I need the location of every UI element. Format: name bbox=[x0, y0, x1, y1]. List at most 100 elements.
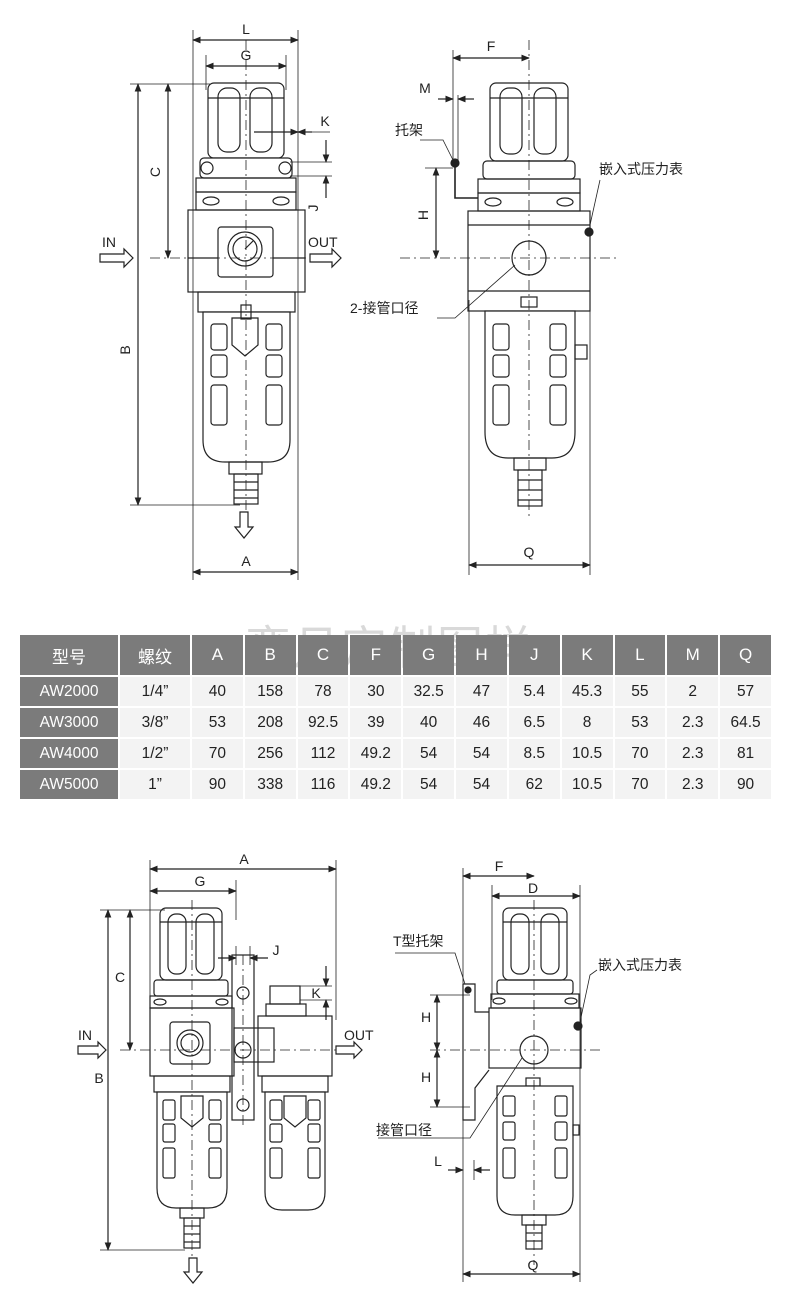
front-view-regulator bbox=[187, 82, 306, 505]
t-bracket-label: T型托架 bbox=[393, 933, 444, 949]
cell-model: AW4000 bbox=[20, 739, 118, 768]
cell: 2 bbox=[667, 677, 719, 706]
dim-label-H-lower: H bbox=[421, 1069, 431, 1085]
cell: 2.3 bbox=[667, 770, 719, 799]
cell: 55 bbox=[614, 677, 666, 706]
dim-label-J: J bbox=[273, 942, 280, 958]
out-label: OUT bbox=[308, 234, 338, 250]
gauge-label: 嵌入式压力表 bbox=[598, 957, 682, 973]
cell: 53 bbox=[614, 708, 666, 737]
dim-label-K: K bbox=[320, 113, 330, 129]
cell: 8 bbox=[561, 708, 613, 737]
cell: 92.5 bbox=[297, 708, 349, 737]
dim-label-Q: Q bbox=[524, 544, 535, 560]
dim-label-H: H bbox=[415, 210, 431, 220]
cell: 54 bbox=[456, 770, 507, 799]
cell-model: AW3000 bbox=[20, 708, 118, 737]
bracket-label: 托架 bbox=[395, 122, 423, 138]
side-view-regulator bbox=[450, 82, 594, 507]
dim-label-B: B bbox=[117, 345, 133, 354]
cell: 70 bbox=[614, 739, 666, 768]
header-H: H bbox=[456, 635, 507, 675]
header-A: A bbox=[192, 635, 243, 675]
dim-label-A: A bbox=[241, 553, 251, 569]
dim-label-F: F bbox=[487, 38, 496, 54]
header-C: C bbox=[297, 635, 349, 675]
dim-label-F: F bbox=[495, 858, 504, 874]
header-M: M bbox=[667, 635, 719, 675]
header-G: G bbox=[403, 635, 455, 675]
dim-label-K: K bbox=[311, 985, 321, 1001]
side-view-combination-unit bbox=[462, 907, 583, 1250]
cell: 338 bbox=[244, 770, 296, 799]
cell: 45.3 bbox=[561, 677, 613, 706]
cell: 81 bbox=[720, 739, 771, 768]
cell: 49.2 bbox=[350, 739, 402, 768]
cell: 54 bbox=[403, 770, 455, 799]
header-model: 型号 bbox=[20, 635, 118, 675]
cell: 46 bbox=[456, 708, 507, 737]
header-F: F bbox=[350, 635, 402, 675]
top-technical-drawing: L G K C J B A IN OUT F M H Q 托架 嵌入式压力表 2… bbox=[99, 21, 683, 580]
cell: 70 bbox=[192, 739, 243, 768]
cell: 6.5 bbox=[508, 708, 560, 737]
cell: 90 bbox=[192, 770, 243, 799]
header-L: L bbox=[614, 635, 666, 675]
cell: 3/8” bbox=[120, 708, 190, 737]
cell: 54 bbox=[403, 739, 455, 768]
bottom-technical-drawing: A G J K C B IN OUT F D H H L Q T型托架 嵌入式压… bbox=[77, 851, 682, 1284]
specification-table: 型号 螺纹 A B C F G H J K L M Q AW2000 1/4” … bbox=[18, 633, 773, 801]
cell: 49.2 bbox=[350, 770, 402, 799]
dim-label-J: J bbox=[305, 205, 321, 212]
dim-label-A: A bbox=[239, 851, 249, 867]
dim-label-D: D bbox=[528, 880, 538, 896]
cell: 40 bbox=[403, 708, 455, 737]
cell-model: AW2000 bbox=[20, 677, 118, 706]
cell: 70 bbox=[614, 770, 666, 799]
table-row: AW4000 1/2” 70 256 112 49.2 54 54 8.5 10… bbox=[20, 739, 771, 768]
cell: 208 bbox=[244, 708, 296, 737]
cell: 116 bbox=[297, 770, 349, 799]
dim-label-G: G bbox=[195, 873, 206, 889]
cell: 64.5 bbox=[720, 708, 771, 737]
cell-model: AW5000 bbox=[20, 770, 118, 799]
in-label: IN bbox=[78, 1027, 92, 1043]
dim-label-M: M bbox=[419, 80, 431, 96]
port-label: 2-接管口径 bbox=[350, 300, 418, 316]
header-Q: Q bbox=[720, 635, 771, 675]
cell: 2.3 bbox=[667, 739, 719, 768]
out-label: OUT bbox=[344, 1027, 374, 1043]
cell: 32.5 bbox=[403, 677, 455, 706]
cell: 54 bbox=[456, 739, 507, 768]
cell: 2.3 bbox=[667, 708, 719, 737]
table-row: AW2000 1/4” 40 158 78 30 32.5 47 5.4 45.… bbox=[20, 677, 771, 706]
dim-label-L: L bbox=[242, 21, 250, 37]
header-J: J bbox=[508, 635, 560, 675]
cell: 47 bbox=[456, 677, 507, 706]
cell: 39 bbox=[350, 708, 402, 737]
cell: 158 bbox=[244, 677, 296, 706]
cell: 112 bbox=[297, 739, 349, 768]
dim-label-C: C bbox=[147, 167, 163, 177]
header-thread: 螺纹 bbox=[120, 635, 190, 675]
cell: 1” bbox=[120, 770, 190, 799]
cell: 10.5 bbox=[561, 739, 613, 768]
table-header-row: 型号 螺纹 A B C F G H J K L M Q bbox=[20, 635, 771, 675]
dim-label-B: B bbox=[94, 1070, 103, 1086]
header-K: K bbox=[561, 635, 613, 675]
cell: 57 bbox=[720, 677, 771, 706]
cell: 30 bbox=[350, 677, 402, 706]
cell: 78 bbox=[297, 677, 349, 706]
dim-label-G: G bbox=[241, 47, 252, 63]
cell: 40 bbox=[192, 677, 243, 706]
cell: 90 bbox=[720, 770, 771, 799]
cell: 53 bbox=[192, 708, 243, 737]
cell: 10.5 bbox=[561, 770, 613, 799]
dim-label-C: C bbox=[115, 969, 125, 985]
in-label: IN bbox=[102, 234, 116, 250]
cell: 1/2” bbox=[120, 739, 190, 768]
dim-label-L: L bbox=[434, 1153, 442, 1169]
table-row: AW3000 3/8” 53 208 92.5 39 40 46 6.5 8 5… bbox=[20, 708, 771, 737]
cell: 256 bbox=[244, 739, 296, 768]
dim-label-H-upper: H bbox=[421, 1009, 431, 1025]
